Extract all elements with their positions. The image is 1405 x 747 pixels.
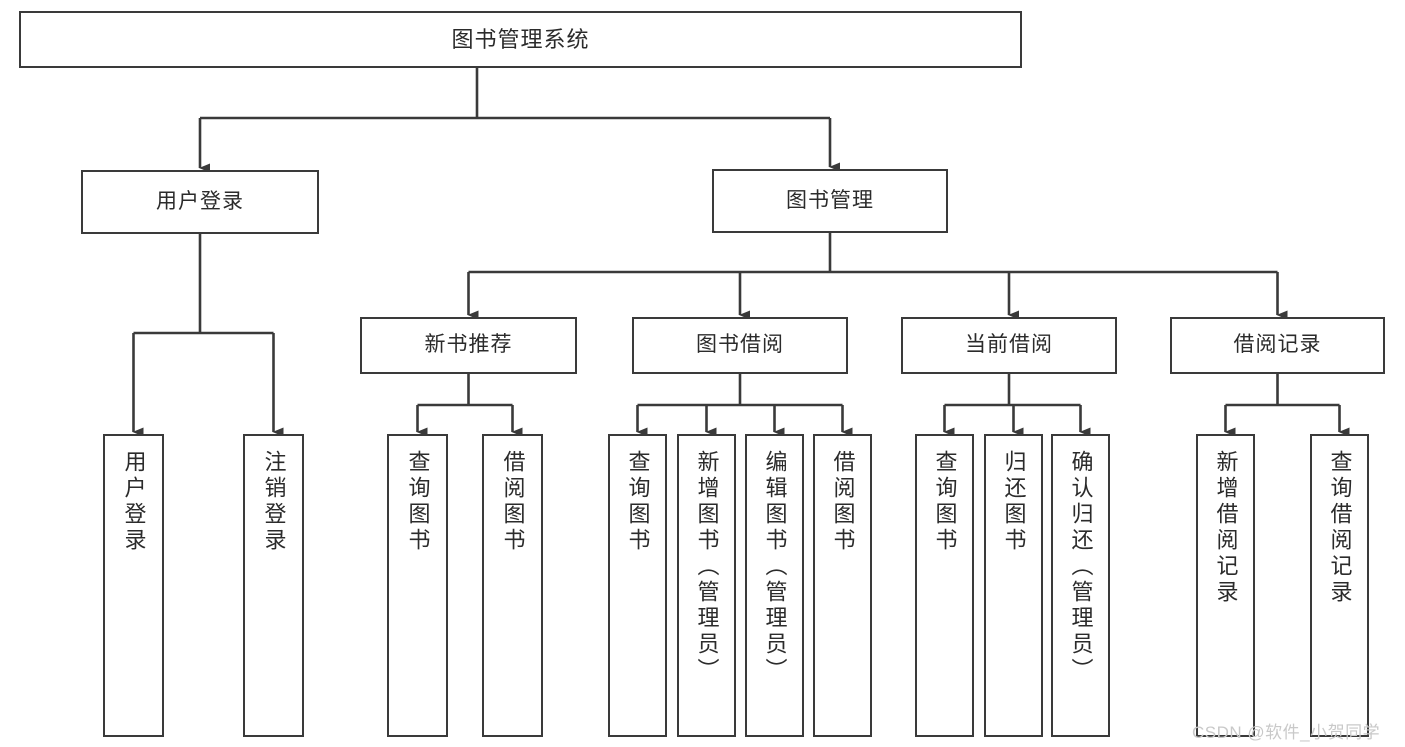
node-label: 图书管理 [786,188,874,212]
node-label: 借阅图书 [830,450,856,554]
leaf-user-login[interactable]: 用户登录 [103,434,164,737]
node-book-borrow[interactable]: 图书借阅 [632,317,848,374]
leaf-query-book-2[interactable]: 查询图书 [608,434,667,737]
node-root[interactable]: 图书管理系统 [19,11,1022,68]
node-book-management[interactable]: 图书管理 [712,169,948,233]
node-label: 确认归还（管理员） [1068,450,1094,684]
node-label: 编辑图书（管理员） [762,450,788,684]
node-current-borrow[interactable]: 当前借阅 [901,317,1117,374]
node-label: 图书管理系统 [451,26,590,52]
node-new-book-recommend[interactable]: 新书推荐 [360,317,577,374]
leaf-return-book[interactable]: 归还图书 [984,434,1043,737]
node-label: 查询图书 [932,450,958,554]
csdn-watermark: CSDN @软件_小贺同学 [1192,723,1381,742]
leaf-user-logout[interactable]: 注销登录 [243,434,304,737]
leaf-edit-book[interactable]: 编辑图书（管理员） [745,434,804,737]
node-label: 当前借阅 [965,333,1053,357]
node-label: 用户登录 [156,189,244,213]
node-label: 注销登录 [261,450,287,554]
leaf-query-borrow-record[interactable]: 查询借阅记录 [1310,434,1369,737]
node-label: 查询图书 [625,450,651,554]
leaf-add-book[interactable]: 新增图书（管理员） [677,434,736,737]
node-label: 用户登录 [121,450,147,554]
node-label: 归还图书 [1001,450,1027,554]
node-label: 查询图书 [405,450,431,554]
leaf-borrow-book-2[interactable]: 借阅图书 [813,434,872,737]
leaf-borrow-book-1[interactable]: 借阅图书 [482,434,543,737]
leaf-add-borrow-record[interactable]: 新增借阅记录 [1196,434,1255,737]
node-label: 借阅记录 [1233,333,1322,357]
leaf-confirm-return[interactable]: 确认归还（管理员） [1051,434,1110,737]
leaf-query-book-3[interactable]: 查询图书 [915,434,974,737]
leaf-query-book-1[interactable]: 查询图书 [387,434,448,737]
node-borrow-record[interactable]: 借阅记录 [1170,317,1385,374]
node-user-login[interactable]: 用户登录 [81,170,319,234]
node-label: 图书借阅 [696,333,784,357]
node-label: 借阅图书 [500,450,526,554]
node-label: 新书推荐 [424,333,513,357]
node-label: 查询借阅记录 [1327,450,1353,606]
node-label: 新增借阅记录 [1213,450,1239,606]
node-label: 新增图书（管理员） [694,450,720,684]
